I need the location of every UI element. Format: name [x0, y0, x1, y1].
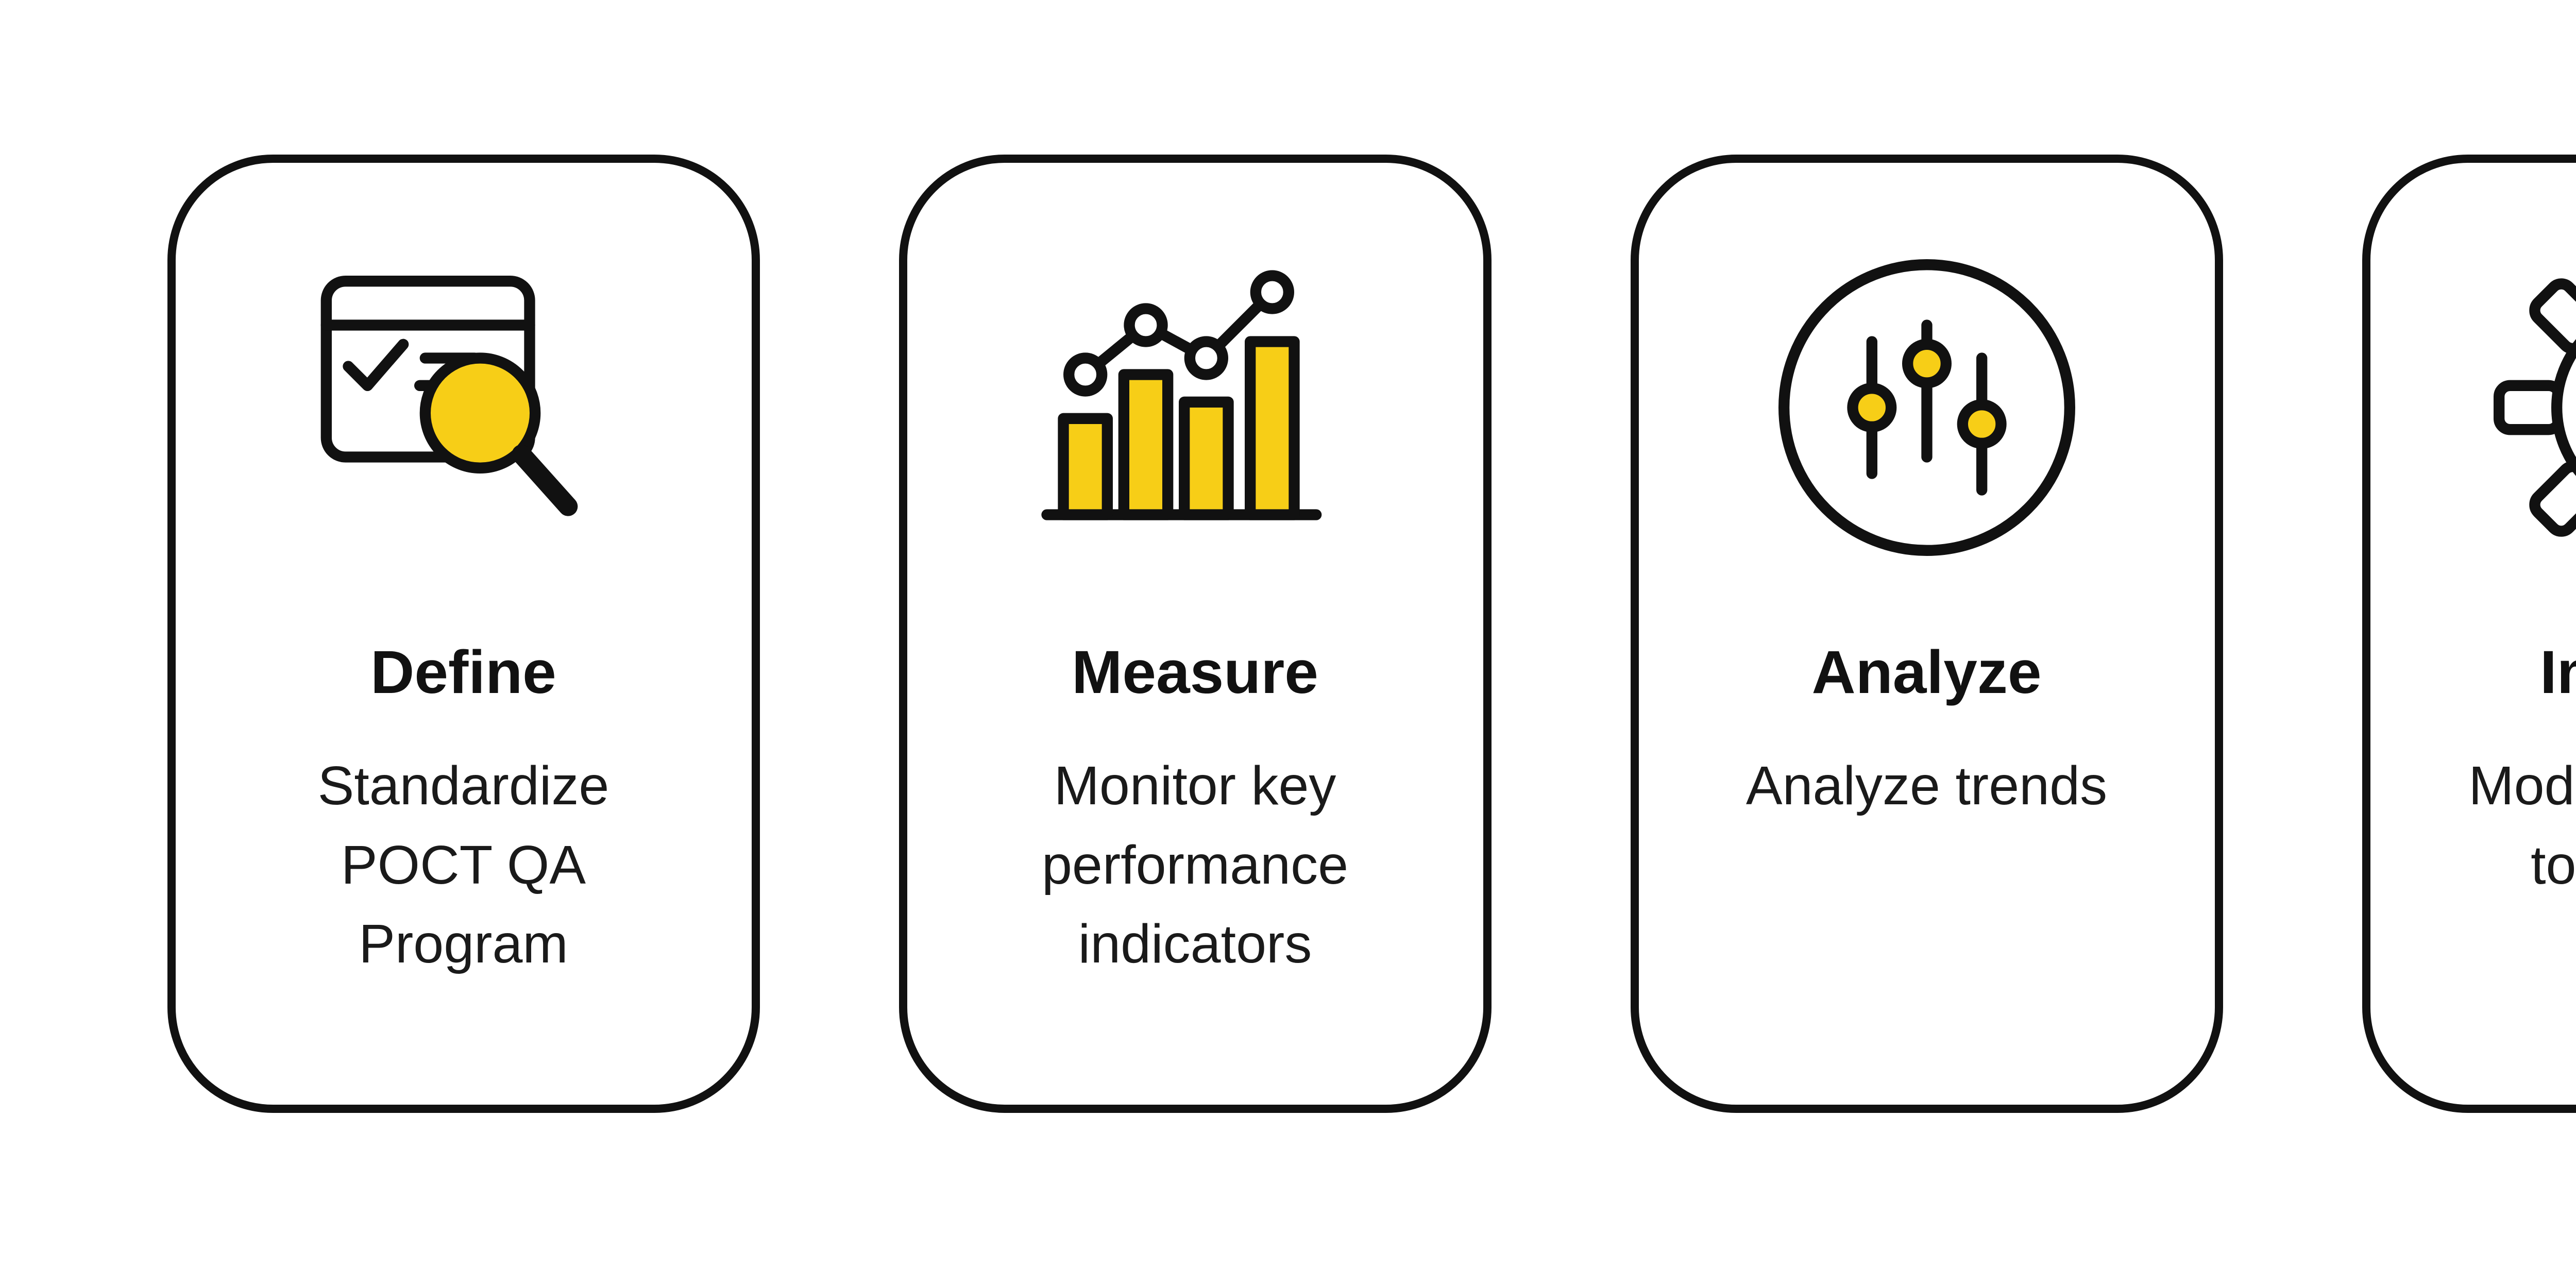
card-description: Monitor key performance indicators [1041, 755, 1349, 975]
sliders-circle-icon [1778, 259, 2075, 556]
card-measure: Measure Monitor key performance indicato… [899, 155, 1492, 1113]
card-description: Standardize POCT QA Program [317, 755, 609, 975]
window-magnifier-icon [320, 276, 578, 516]
card-analyze: Analyze Analyze trends [1630, 155, 2223, 1113]
bar-chart-trend-icon [1041, 270, 1321, 520]
card-improve: Improve Modify program to improve [2362, 155, 2576, 1113]
gear-lightbulb-icon [2493, 278, 2576, 537]
card-description: Modify program to improve [2468, 755, 2576, 895]
card-title: Define [370, 638, 556, 706]
card-title: Analyze [1811, 638, 2042, 706]
card-title: Measure [1072, 638, 1318, 706]
card-title: Improve [2539, 638, 2576, 706]
card-define: Define Standardize POCT QA Program [167, 155, 760, 1113]
card-description: Analyze trends [1745, 755, 2108, 816]
